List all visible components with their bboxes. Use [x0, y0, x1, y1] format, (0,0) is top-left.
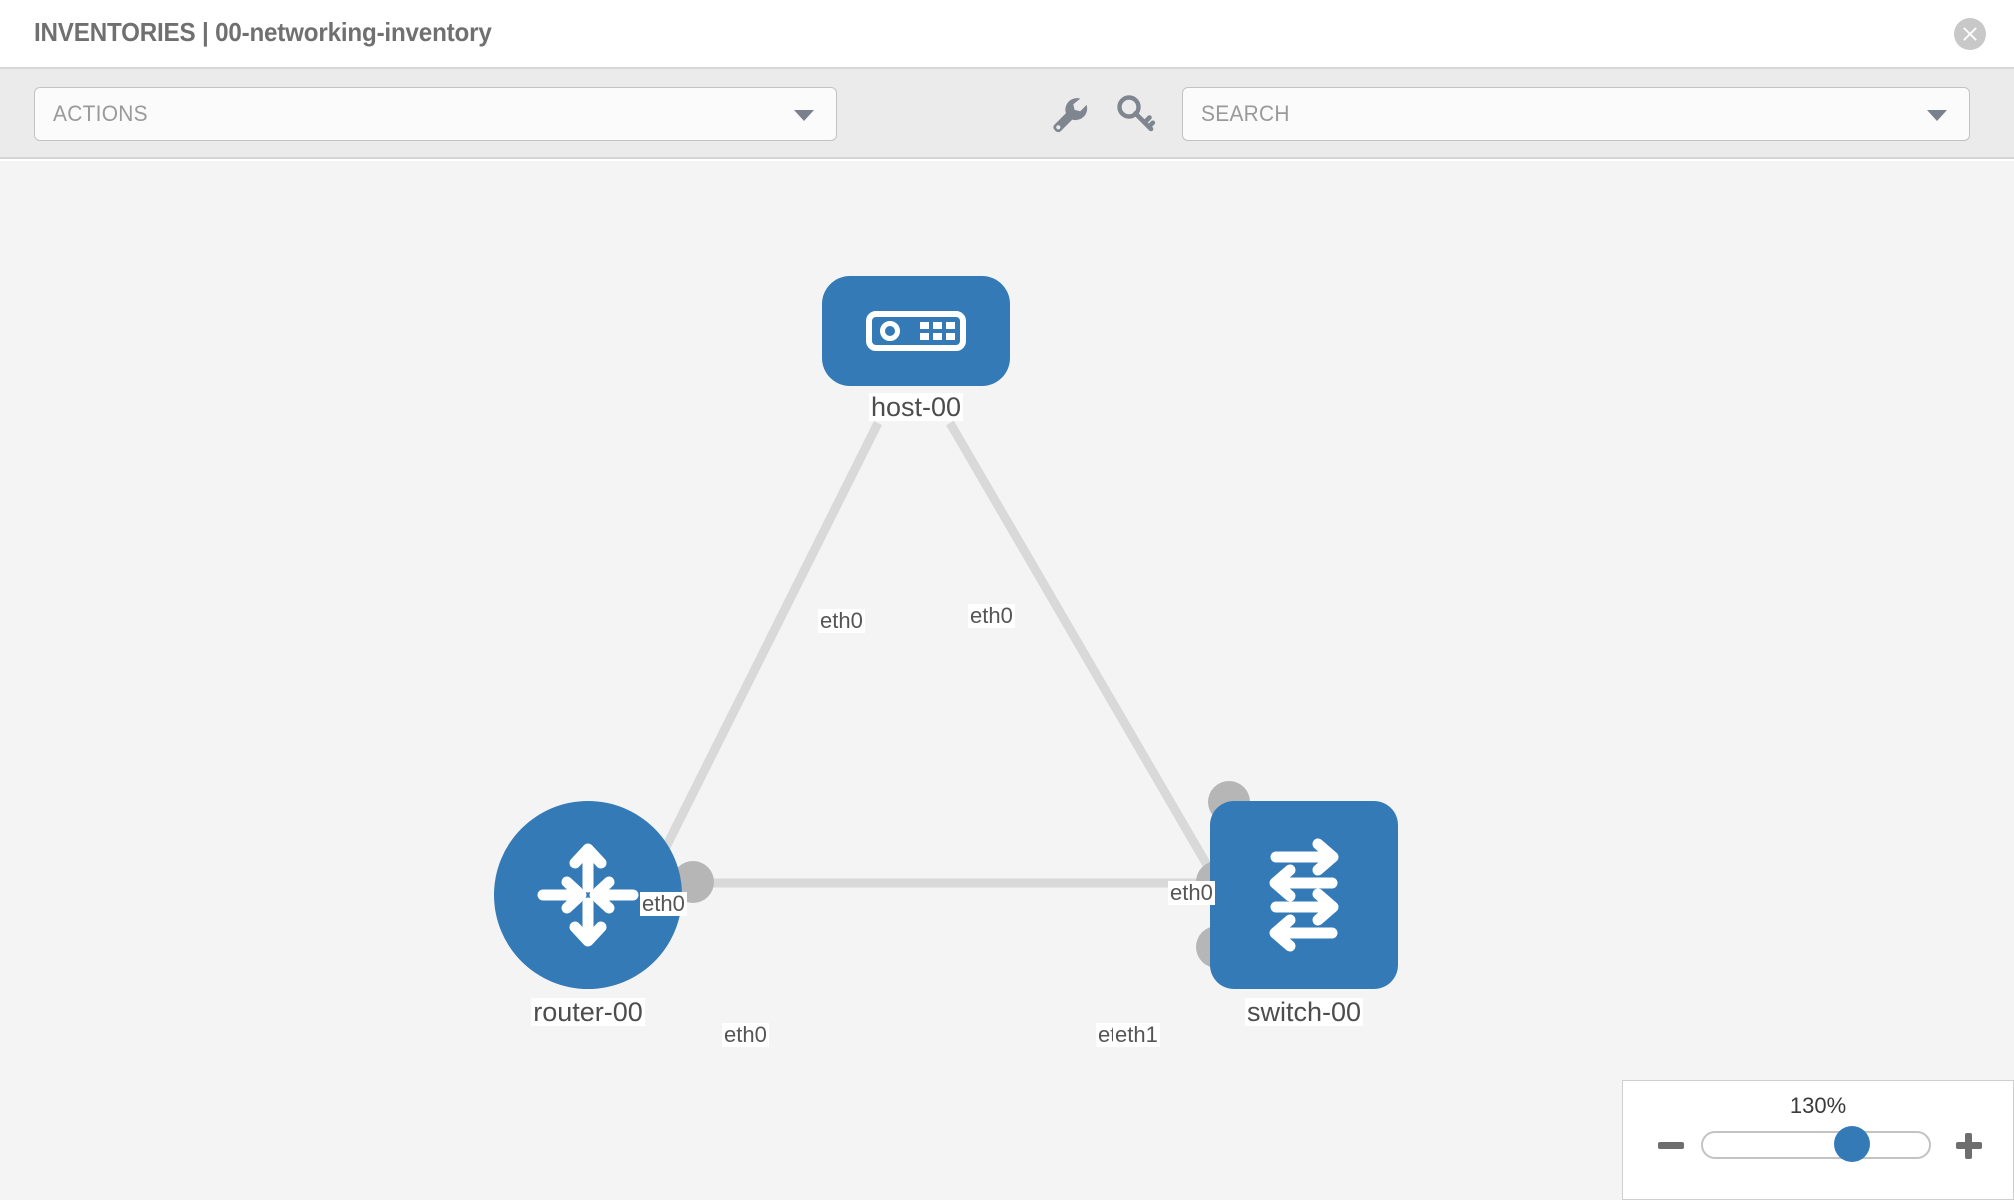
- edge-label-router-up: eth0: [640, 891, 687, 917]
- switch-node-label: switch-00: [1244, 997, 1364, 1027]
- router-node-label: router-00: [531, 997, 645, 1027]
- plus-icon[interactable]: [1953, 1129, 1985, 1161]
- edge-host-switch: [946, 420, 1232, 904]
- edge-label-switch-eth1: eth1: [1113, 1022, 1160, 1048]
- edge-label-switch-up: eth0: [1168, 880, 1215, 906]
- page-header: INVENTORIES | 00-networking-inventory: [0, 0, 2014, 69]
- topology-node-router-00[interactable]: router-00: [494, 801, 682, 1061]
- search-chevron-down-icon[interactable]: [1927, 110, 1947, 121]
- edge-router-host: [635, 420, 883, 902]
- edge-label-router-eth0: eth0: [722, 1022, 769, 1048]
- zoom-slider[interactable]: [1701, 1126, 1931, 1162]
- search-input[interactable]: SEARCH: [1182, 87, 1970, 141]
- host-node-label: host-00: [868, 392, 964, 422]
- server-icon: [866, 311, 966, 351]
- topology-canvas[interactable]: host-00: [0, 161, 2014, 1200]
- actions-dropdown[interactable]: ACTIONS: [34, 87, 837, 141]
- topology-edges: [635, 420, 1232, 904]
- switch-arrows-icon: [1269, 838, 1339, 952]
- host-node-shape[interactable]: [822, 276, 1010, 386]
- chevron-down-icon: [794, 110, 814, 121]
- page-title: INVENTORIES | 00-networking-inventory: [34, 17, 492, 47]
- wrench-icon[interactable]: [1046, 91, 1092, 137]
- zoom-level-value: 130%: [1789, 1093, 1847, 1118]
- topology-toolbar: ACTIONS SEARCH: [0, 69, 2014, 159]
- search-input-placeholder: SEARCH: [1201, 101, 1290, 126]
- close-icon[interactable]: [1954, 18, 1986, 50]
- zoom-slider-thumb[interactable]: [1834, 1126, 1871, 1162]
- minus-icon[interactable]: [1655, 1129, 1687, 1161]
- key-icon[interactable]: [1113, 91, 1159, 137]
- edge-label-host-right: eth0: [968, 603, 1015, 629]
- zoom-control-panel: 130%: [1622, 1080, 2014, 1200]
- edge-label-host-left: eth0: [818, 608, 865, 634]
- switch-node-shape[interactable]: [1210, 801, 1398, 989]
- four-way-arrows-icon: [537, 843, 639, 947]
- topology-node-switch-00[interactable]: switch-00: [1210, 801, 1398, 1061]
- topology-node-host-00[interactable]: host-00: [822, 276, 1010, 461]
- actions-dropdown-label: ACTIONS: [53, 101, 148, 126]
